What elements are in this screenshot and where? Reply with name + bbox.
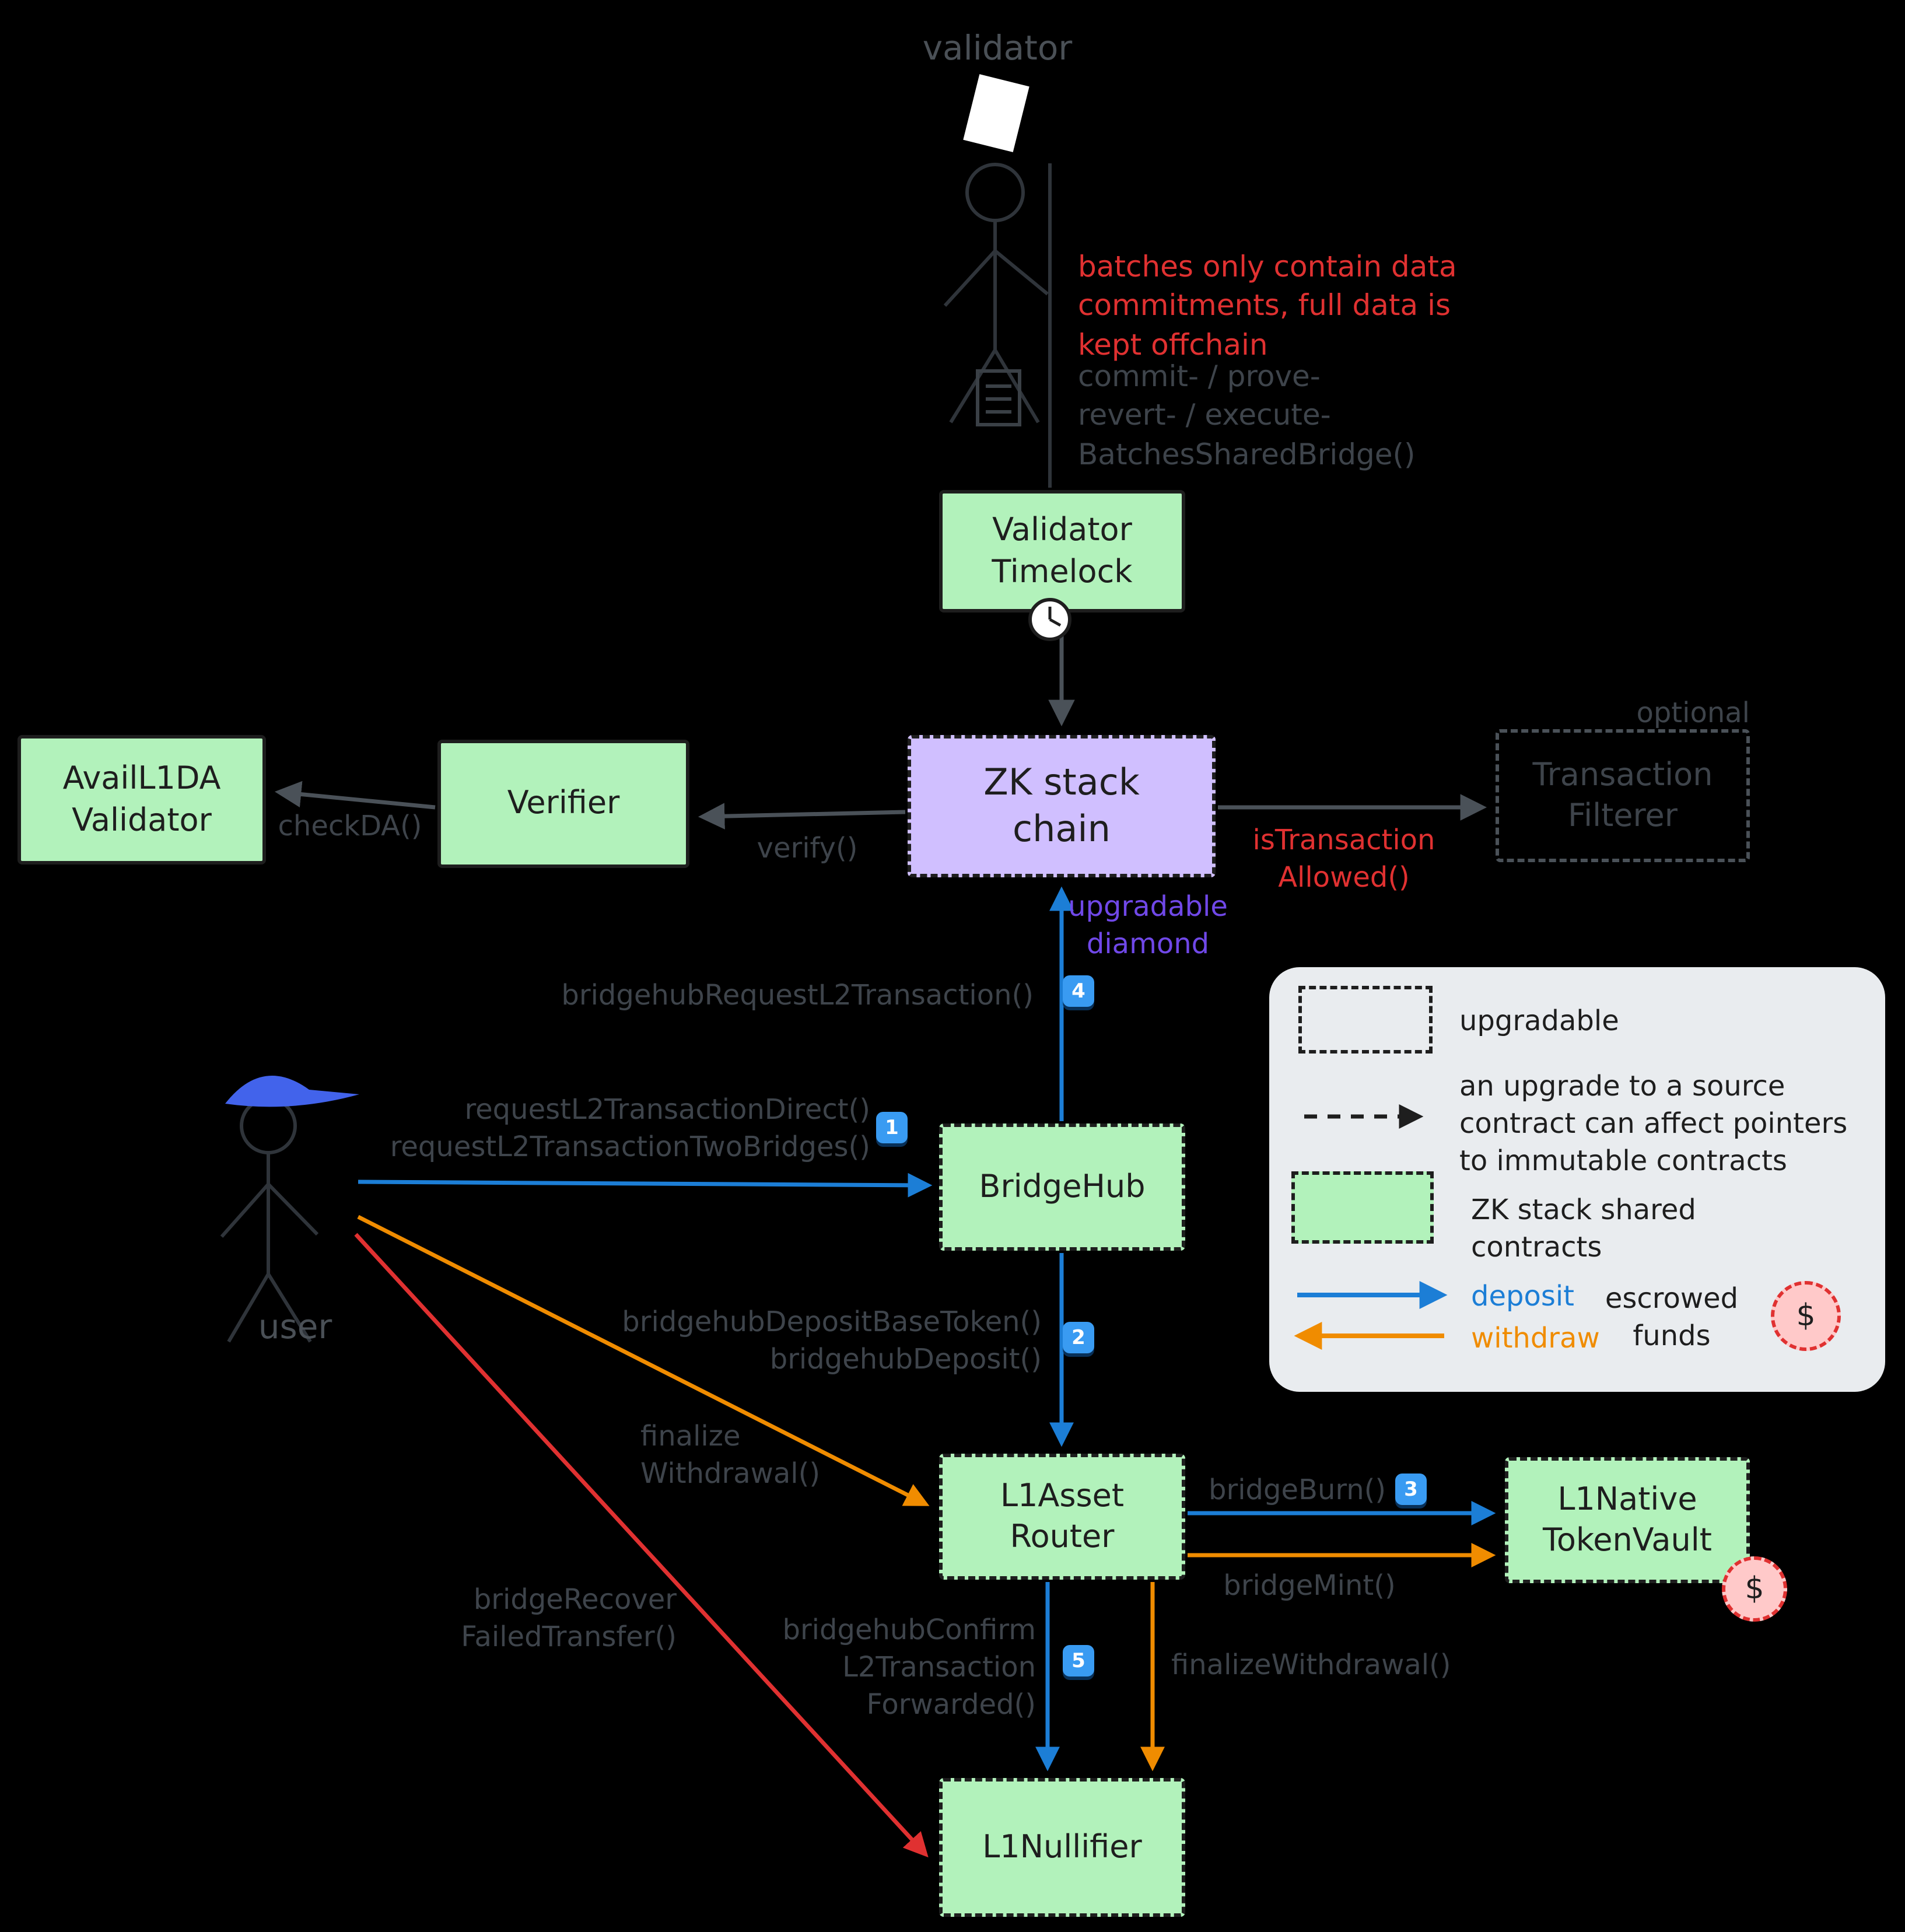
user-label: user (258, 1307, 332, 1346)
finalize-withdrawal-label: finalizeWithdrawal() (1171, 1648, 1451, 1681)
legend-deposit-label: deposit (1471, 1280, 1574, 1312)
request-direct-label: requestL2TransactionDirect() (464, 1093, 870, 1126)
edge-user-to-bridgehub (358, 1172, 933, 1198)
request-two-bridges-label: requestL2TransactionTwoBridges() (390, 1130, 870, 1163)
bridgehub-deposit-label: bridgehubDeposit() (769, 1343, 1042, 1376)
finalize-withdrawal-user-label: finalize Withdrawal() (640, 1420, 821, 1490)
node-l1-asset-router: L1Asset Router (939, 1454, 1185, 1580)
node-verifier: Verifier (437, 740, 689, 868)
deposit-base-token-label: bridgehubDepositBaseToken() (622, 1306, 1042, 1338)
upgradable-diamond-note: upgradable diamond (1068, 890, 1228, 960)
optional-tag: optional (1636, 696, 1750, 729)
edge-verifier-to-avail (274, 780, 436, 810)
node-validator-timelock: Validator Timelock (939, 490, 1185, 612)
node-l1-nullifier: L1Nullifier (939, 1778, 1185, 1917)
legend-withdraw-label: withdraw (1471, 1322, 1600, 1354)
bridgehub-confirm-label: bridgehubConfirm L2Transaction Forwarded… (782, 1614, 1036, 1721)
bridge-mint-label: bridgeMint() (1223, 1569, 1396, 1602)
verify-label: verify() (757, 832, 858, 864)
batches-offchain-note: batches only contain data commitments, f… (1078, 250, 1457, 361)
legend-upgrade-pointer-label: an upgrade to a source contract can affe… (1459, 1070, 1848, 1177)
node-l1-native-token-vault: L1Native TokenVault (1505, 1457, 1750, 1583)
is-transaction-allowed-label: isTransaction Allowed() (1252, 824, 1435, 894)
legend-escrow-coin: $ (1771, 1281, 1841, 1351)
step-badge-3: 3 (1395, 1474, 1427, 1505)
node-avail-l1da-validator: AvailL1DA Validator (17, 735, 266, 864)
commit-prove-note: commit- / prove- revert- / execute- Batc… (1078, 359, 1416, 471)
legend-upgradable-label: upgradable (1459, 1005, 1619, 1037)
legend-escrowed-funds-label: escrowed funds (1605, 1282, 1739, 1352)
user-cap-icon (225, 1075, 359, 1107)
validator-paper-icon (963, 74, 1029, 152)
node-zk-stack-chain: ZK stack chain (908, 735, 1216, 877)
legend-shared-contracts-label: ZK stack shared contracts (1471, 1194, 1696, 1264)
legend-upgradable-swatch (1298, 986, 1433, 1054)
step-badge-5: 5 (1063, 1645, 1094, 1676)
node-bridgehub: BridgeHub (939, 1124, 1185, 1251)
bridge-burn-label: bridgeBurn() (1209, 1474, 1386, 1506)
step-badge-1: 1 (876, 1112, 908, 1143)
step-badge-4: 4 (1063, 975, 1094, 1007)
node-transaction-filterer: Transaction Filterer (1496, 729, 1750, 862)
validator-figure (943, 163, 1052, 488)
edge-zkchain-to-verifier (698, 803, 906, 830)
bridgehub-request-label: bridgehubRequestL2Transaction() (561, 979, 1034, 1012)
validator-label: validator (922, 28, 1073, 68)
legend-shared-contract-swatch (1291, 1171, 1434, 1244)
checkda-label: checkDA() (278, 810, 422, 842)
bridge-recover-label: bridgeRecover FailedTransfer() (461, 1583, 677, 1653)
vault-escrow-coin: $ (1722, 1556, 1787, 1622)
step-badge-2: 2 (1063, 1322, 1094, 1353)
